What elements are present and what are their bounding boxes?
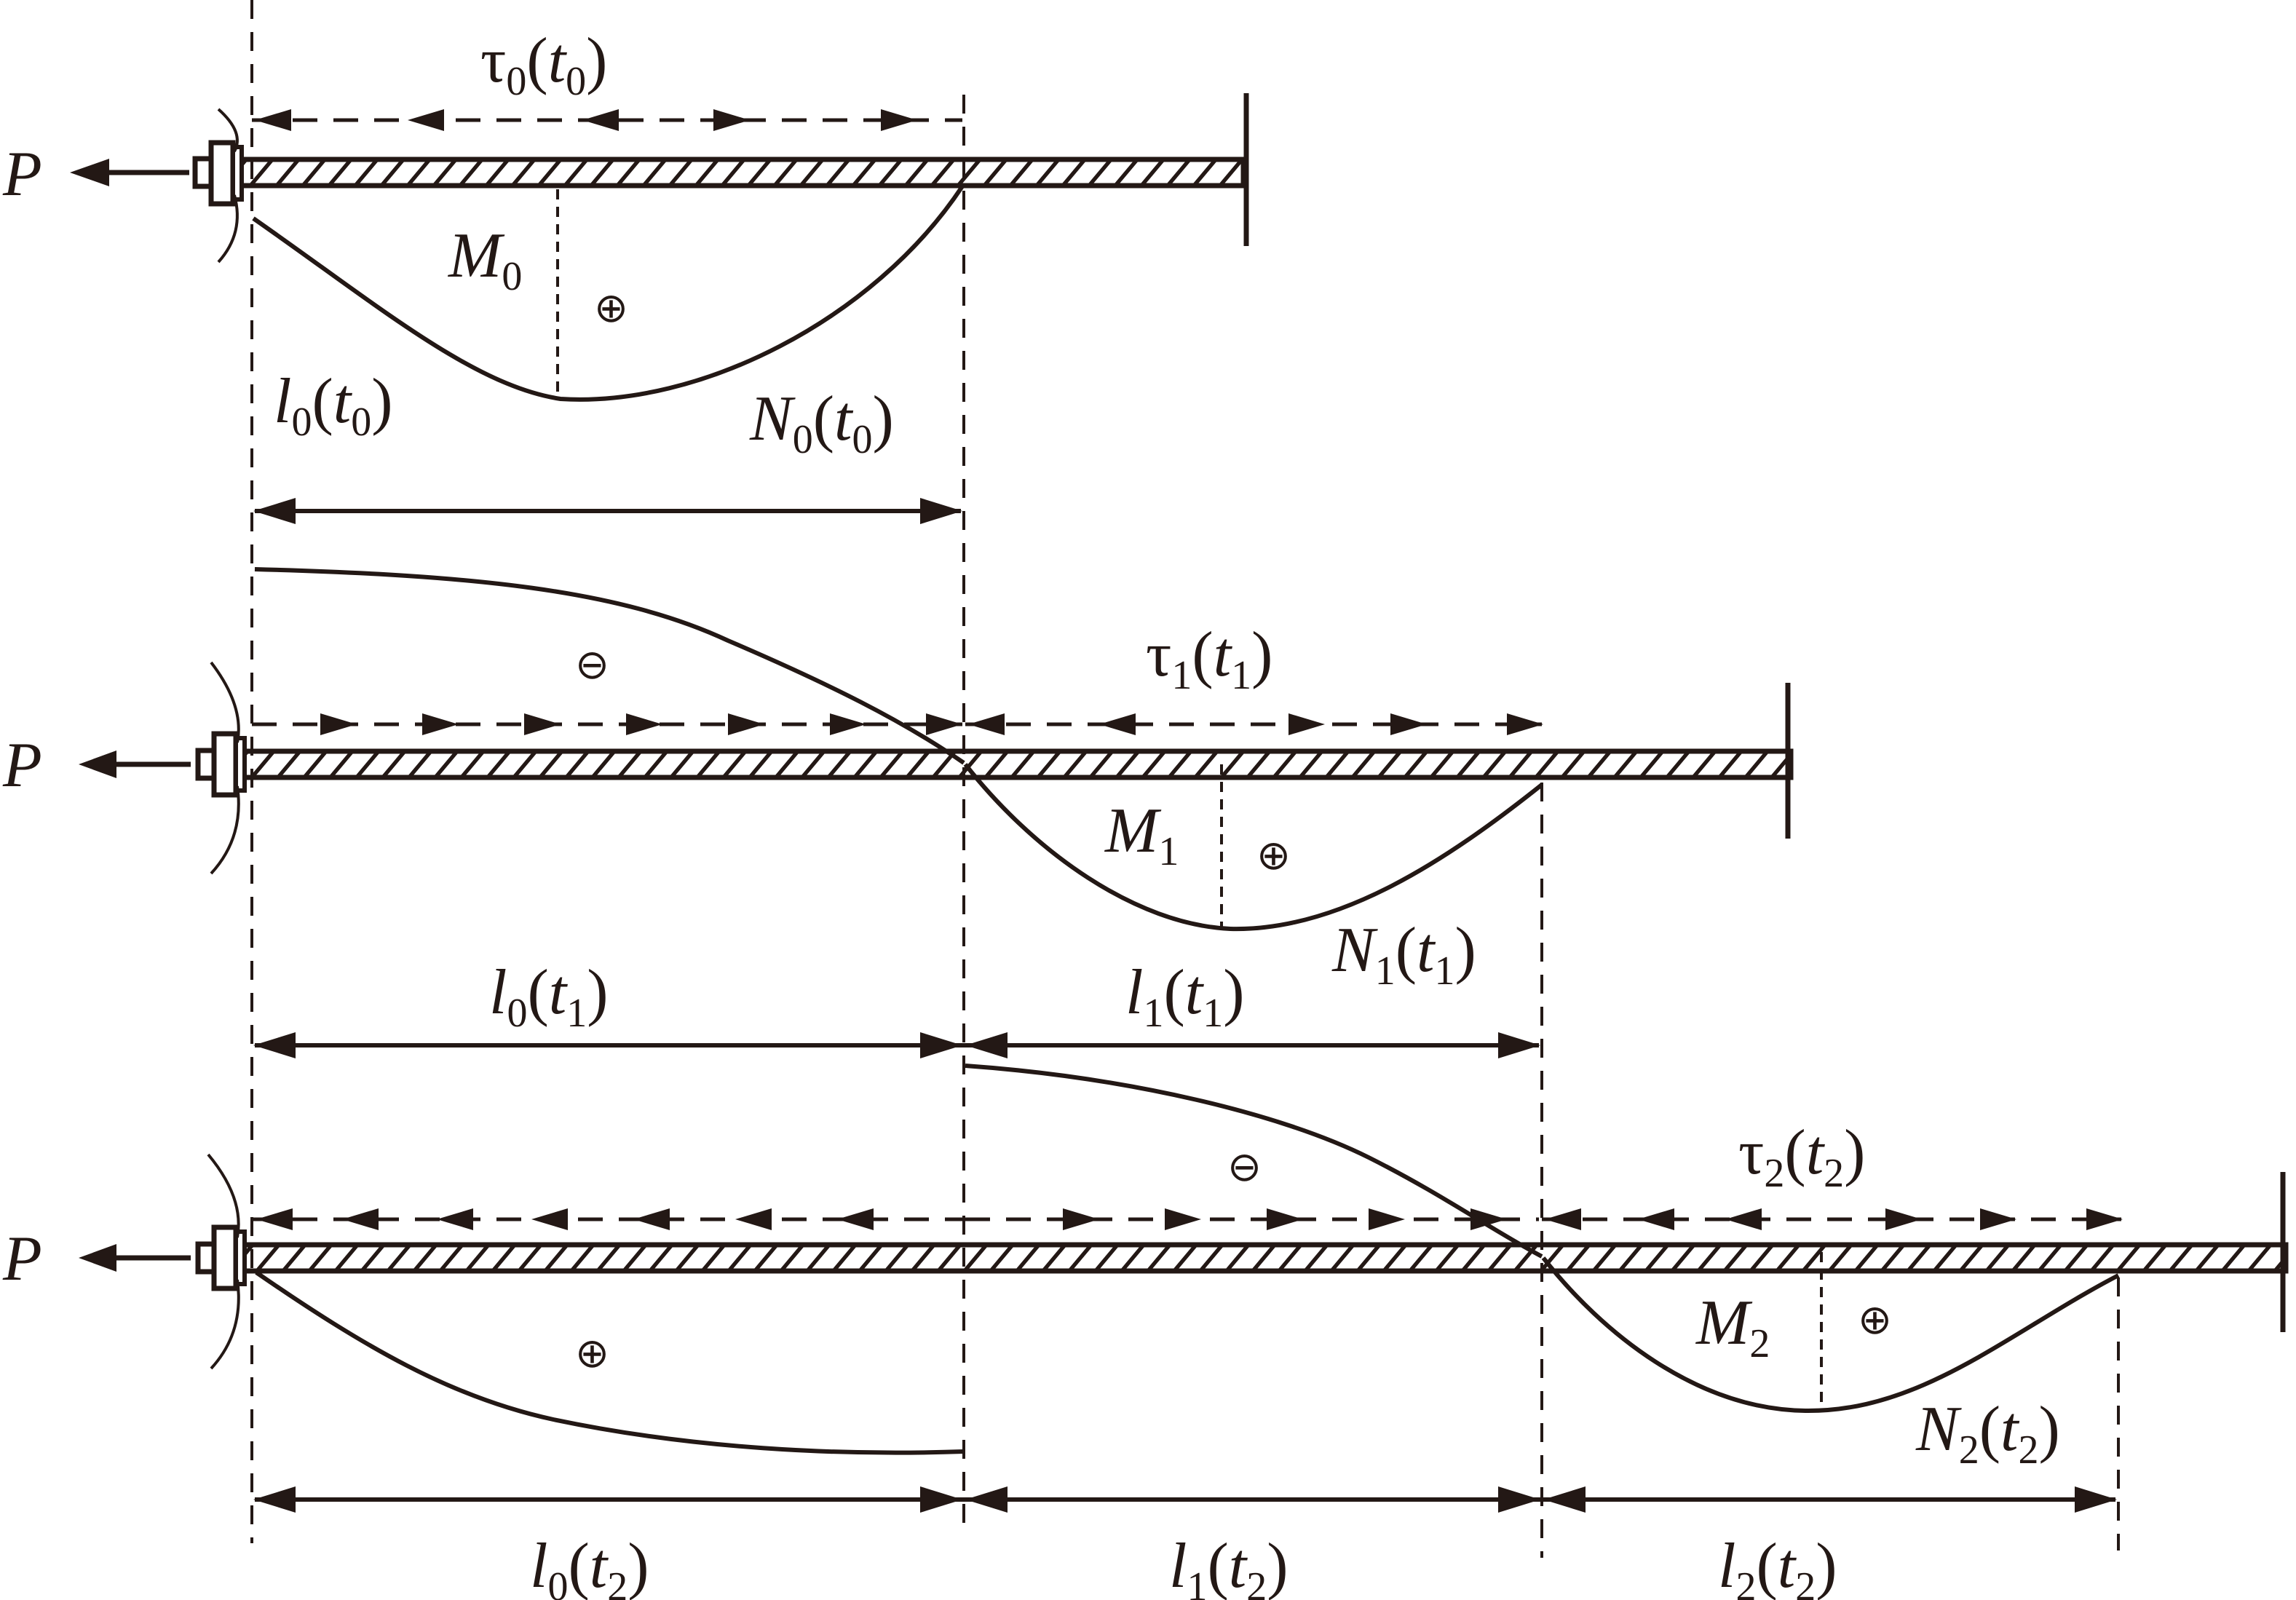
shear-arrows-stage-1-left	[252, 713, 962, 735]
shear-arrowhead	[256, 1208, 293, 1230]
load-arrow	[79, 751, 191, 778]
dimension-line-stage-0	[253, 498, 962, 524]
shear-arrowhead	[524, 713, 561, 735]
N-label-0: N0(t0)	[749, 384, 894, 462]
shear-arrowhead	[1725, 1208, 1762, 1230]
stage-1: P τ1(t1) ⊖ M	[2, 567, 1794, 1558]
M-label-2: M2	[1695, 1288, 1770, 1366]
load-label: P	[2, 730, 42, 801]
shear-arrowhead	[408, 109, 444, 131]
shear-arrowhead	[1390, 713, 1427, 735]
l-label-2-a: l0(t2)	[530, 1531, 649, 1600]
l-label-2-c: l2(t2)	[1718, 1531, 1837, 1600]
shear-arrowhead	[713, 109, 750, 131]
shear-arrowhead	[1507, 713, 1543, 735]
shear-arrows-stage-2-second	[965, 1208, 1539, 1230]
shear-arrowhead	[735, 1208, 772, 1230]
shear-arrowhead	[728, 713, 764, 735]
shear-arrowhead	[1885, 1208, 1922, 1230]
shear-arrowhead	[1267, 1208, 1303, 1230]
stage-0: P τ0(t0) M0 ⊕ l0(t0) N0(t0)	[2, 0, 1249, 1543]
load-arrow	[70, 159, 189, 186]
shear-arrowhead	[968, 713, 1005, 735]
shear-arrowhead	[582, 109, 619, 131]
shear-arrowhead	[1369, 1208, 1405, 1230]
N-label-2: N2(t2)	[1915, 1394, 2060, 1473]
shear-arrowhead	[1638, 1208, 1674, 1230]
axial-force-curve-2-third	[1541, 1256, 2120, 1414]
shear-arrowhead	[2086, 1208, 2123, 1230]
l-label-0-top: l0(t0)	[274, 366, 393, 445]
anchor-head	[195, 661, 247, 875]
tau-label-2: τ2(t2)	[1738, 1117, 1865, 1196]
axial-force-curve-0	[252, 185, 965, 402]
shear-arrowhead	[1099, 713, 1136, 735]
load-label: P	[2, 1224, 42, 1294]
shear-arrowhead	[1165, 1208, 1201, 1230]
l-label-1-a: l0(t1)	[489, 957, 609, 1036]
shear-arrows-stage-0	[252, 109, 962, 131]
shear-arrowhead	[255, 109, 291, 131]
N-label-1: N1(t1)	[1331, 915, 1476, 994]
l-label-2-b: l1(t2)	[1169, 1531, 1288, 1600]
shear-arrowhead	[633, 1208, 670, 1230]
shear-arrowhead	[881, 109, 917, 131]
anchor-head	[195, 1153, 247, 1370]
anchor-rod	[237, 157, 1246, 189]
axial-force-curve-2-first	[255, 1270, 965, 1455]
shear-arrowhead	[1470, 1208, 1507, 1230]
M-label-1: M1	[1104, 796, 1179, 874]
tau-label-0: τ0(t0)	[480, 25, 607, 104]
l-label-1-b: l1(t1)	[1125, 957, 1245, 1036]
positive-sign-2-first: ⊕	[575, 1330, 609, 1376]
shear-arrowhead	[437, 1208, 473, 1230]
M-label-0: M0	[447, 221, 522, 299]
negative-curve-2	[965, 1064, 1543, 1259]
positive-sign-2-third: ⊕	[1858, 1296, 1892, 1342]
anchor-rod	[237, 748, 1794, 780]
dimension-line-stage-2	[253, 1486, 2117, 1513]
negative-curve-1	[254, 567, 965, 765]
negative-sign-2: ⊖	[1227, 1144, 1262, 1189]
head-curve-bottom	[217, 194, 239, 264]
load-arrow	[79, 1244, 191, 1272]
anchor-head	[192, 108, 244, 264]
shear-arrowhead	[1288, 713, 1325, 735]
axial-force-curve-1	[963, 763, 1543, 932]
shear-arrowhead	[830, 713, 866, 735]
shear-arrowhead	[320, 713, 357, 735]
stage-2: P τ2(	[2, 1064, 2289, 1600]
shear-arrowhead	[1545, 1208, 1581, 1230]
load-label: P	[2, 139, 42, 210]
shear-arrowhead	[837, 1208, 874, 1230]
shear-arrowhead	[626, 713, 662, 735]
tau-label-1: τ1(t1)	[1146, 619, 1272, 698]
head-curve-top	[217, 108, 239, 152]
dimension-line-stage-1	[253, 1032, 1540, 1058]
positive-sign-1: ⊕	[1256, 832, 1291, 878]
shear-arrows-stage-1-right	[965, 713, 1543, 735]
shear-arrows-stage-2-third	[1542, 1208, 2123, 1230]
anchor-rod	[237, 1242, 2289, 1274]
shear-arrowhead	[1980, 1208, 2016, 1230]
shear-arrowhead	[531, 1208, 568, 1230]
positive-sign-0: ⊕	[594, 285, 628, 330]
shear-arrows-stage-2-first	[252, 1208, 962, 1230]
shear-arrowhead	[342, 1208, 379, 1230]
negative-sign-1: ⊖	[575, 641, 609, 687]
shear-arrowhead	[1063, 1208, 1099, 1230]
shear-arrowhead	[422, 713, 459, 735]
shear-arrowhead	[926, 713, 962, 735]
